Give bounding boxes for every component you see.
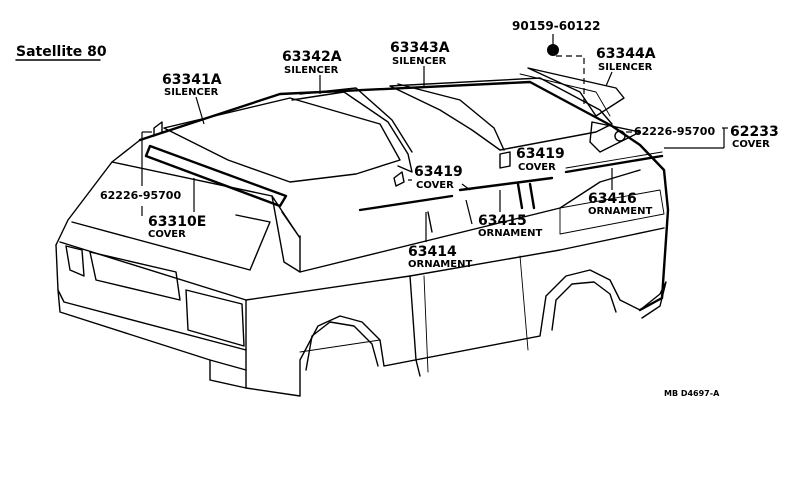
cover-63419-a-shape — [393, 171, 405, 187]
label-63416-name: ORNAMENT — [588, 206, 652, 217]
silencer-63344a-edge — [519, 73, 611, 117]
label-63416-number: 63416 — [588, 191, 637, 207]
silencer-63342a-edge — [299, 87, 413, 153]
label-62226-left-number: 62226-95700 — [100, 189, 181, 202]
side-window-line — [271, 169, 641, 273]
grille — [89, 251, 181, 301]
left-headlamp — [65, 245, 85, 277]
door-seam-2 — [423, 275, 429, 373]
lower-side — [245, 269, 641, 397]
label-63414-name: ORNAMENT — [408, 259, 472, 270]
label-63310e-name: COVER — [148, 229, 186, 240]
label-63342a-number: 63342A — [282, 49, 342, 65]
ornament-front-mark — [427, 211, 433, 233]
ornament-rear-edge — [565, 151, 663, 169]
label-63344a-number: 63344A — [596, 46, 656, 62]
leader-63419-a-2 — [461, 183, 471, 191]
bolt-leader — [556, 55, 585, 108]
front-step — [299, 339, 381, 353]
label-62226-right-number: 62226-95700 — [634, 125, 715, 138]
bolt-icon — [547, 44, 559, 56]
rear-wheel-arch — [551, 281, 617, 331]
label-63419-a-number: 63419 — [414, 164, 463, 180]
label-63414-number: 63414 — [408, 244, 457, 260]
leader-63415-2 — [465, 199, 473, 225]
label-63344a-name: SILENCER — [598, 62, 653, 73]
front-cover-strip — [144, 121, 288, 208]
roof-outline — [138, 80, 670, 312]
windshield-bottom — [71, 214, 271, 271]
roof-silencers — [163, 67, 641, 183]
clip-62226-left — [153, 121, 163, 137]
label-63415-number: 63415 — [478, 213, 527, 229]
ornament-front — [358, 194, 454, 212]
silencer-63343a-edge — [397, 83, 505, 151]
label-62233-name: COVER — [732, 139, 770, 150]
ornament-rear — [564, 154, 664, 174]
cover-63419-b-shape — [499, 151, 511, 169]
rear-side-window — [559, 189, 665, 235]
belt-line — [245, 227, 665, 301]
rear-bumper — [639, 281, 667, 319]
silencer-63343a-panel — [389, 77, 613, 151]
ornament-middle — [458, 176, 554, 192]
van-body — [55, 80, 670, 397]
silencer-63342a-panel — [291, 91, 413, 173]
front-grille-area — [55, 241, 247, 351]
front-edge — [55, 139, 141, 246]
front-bumper — [57, 289, 247, 389]
ornament-mid-mark-1 — [516, 182, 524, 210]
diagram-title: Satellite 80 — [16, 44, 107, 60]
label-63415-name: ORNAMENT — [478, 228, 542, 239]
label-62233-number: 62233 — [730, 124, 779, 140]
rocker — [383, 335, 541, 367]
bolt-90159 — [547, 44, 585, 108]
label-63341a-number: 63341A — [162, 72, 222, 88]
rear-roof-cap — [589, 121, 641, 153]
ornament-mid-mark-2 — [528, 182, 536, 210]
right-headlamp — [185, 289, 245, 347]
label-63310e-number: 63310E — [148, 214, 206, 230]
label-63419-b-name: COVER — [518, 162, 556, 173]
leader-63344a — [605, 71, 613, 87]
label-90159-number: 90159-60122 — [512, 19, 600, 33]
callouts: 63341A SILENCER 63342A SILENCER 63343A S… — [100, 19, 779, 398]
cover-63310e-shape — [144, 144, 288, 208]
label-63341a-name: SILENCER — [164, 87, 219, 98]
side-ornaments — [358, 130, 664, 233]
label-63342a-name: SILENCER — [284, 65, 339, 76]
clip-62226-right — [614, 130, 626, 142]
label-63419-a-name: COVER — [416, 180, 454, 191]
label-63343a-number: 63343A — [390, 40, 450, 56]
diagram-code: MB D4697-A — [664, 389, 720, 398]
windshield-top — [111, 161, 301, 239]
leader-63341a — [195, 96, 205, 125]
label-63343a-name: SILENCER — [392, 56, 447, 67]
bumper-line — [209, 359, 247, 371]
label-63419-b-number: 63419 — [516, 146, 565, 162]
silencer-63344a-panel — [527, 67, 625, 117]
silencer-63341a-panel — [163, 97, 401, 183]
door-seam-3 — [519, 255, 529, 351]
front-wheel-arch — [305, 321, 379, 371]
